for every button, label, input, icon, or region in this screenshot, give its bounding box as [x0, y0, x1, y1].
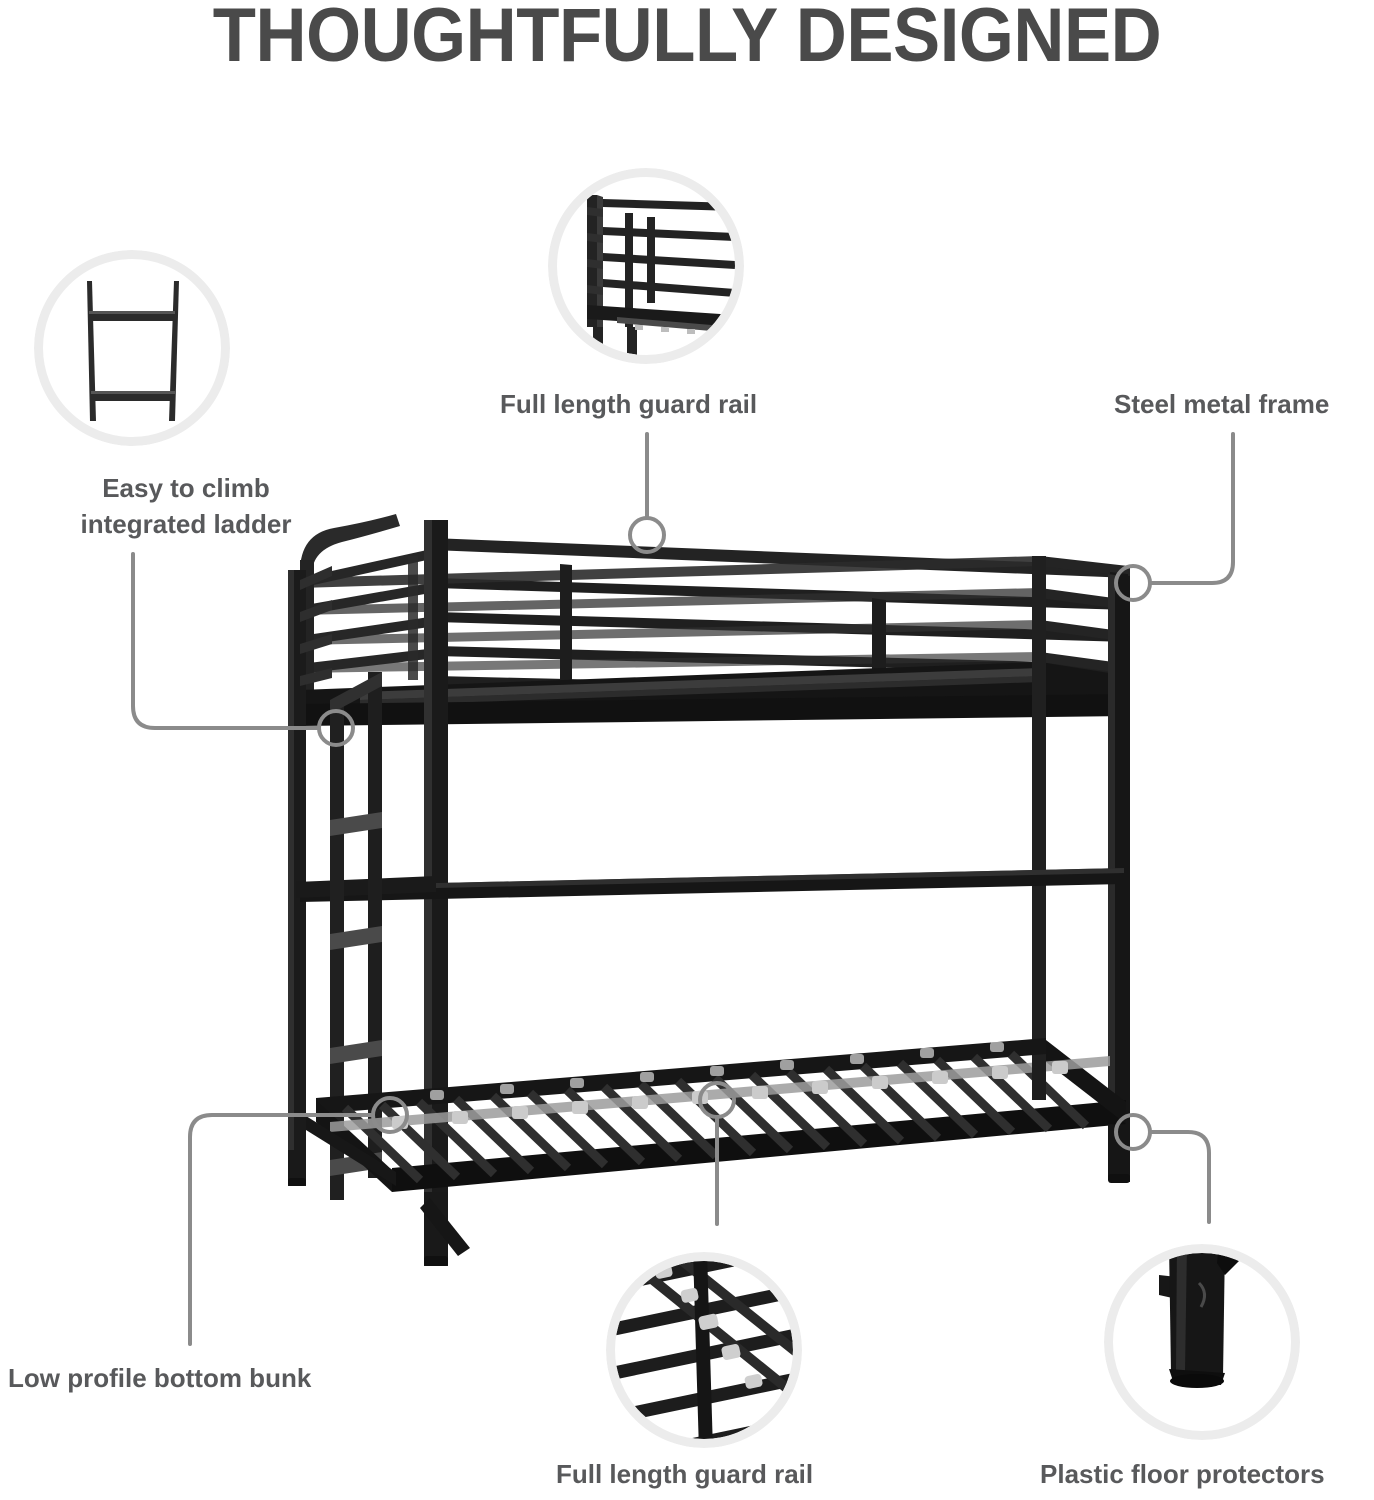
- target-ring-guard-rail-bottom: [698, 1081, 736, 1119]
- detail-circle-guard-rail-top: [548, 168, 744, 364]
- target-ring-steel-frame: [1114, 564, 1152, 602]
- ladder-detail-icon: [43, 259, 221, 437]
- callout-label-low-profile-bottom-bunk: Low profile bottom bunk: [8, 1363, 312, 1393]
- guard-rail-detail-icon: [557, 177, 735, 355]
- callout-label-full-length-guard-rail-bottom: Full length guard rail: [556, 1459, 814, 1489]
- callout-label-full-length-guard-rail-top: Full length guard rail: [500, 389, 758, 419]
- leader-line-low-profile: [188, 1113, 374, 1346]
- page-title: THOUGHTFULLY DESIGNED: [212, 0, 1162, 78]
- leader-line-ladder: [131, 552, 320, 730]
- target-ring-guard-rail-top: [628, 516, 666, 554]
- callout-label-line-2: integrated ladder: [80, 509, 292, 539]
- detail-circle-guard-rail-bottom: [606, 1252, 802, 1448]
- callout-label-steel-metal-frame: Steel metal frame: [1114, 389, 1330, 419]
- leader-line-steel-frame: [1149, 432, 1235, 585]
- callout-label-easy-to-climb-integrated-ladder: Easy to climb integrated ladder: [36, 470, 336, 542]
- leader-line-floor-protectors: [1149, 1130, 1211, 1224]
- floor-protector-detail-icon: [1113, 1253, 1291, 1431]
- target-ring-ladder: [317, 709, 355, 747]
- target-ring-floor-protectors: [1114, 1113, 1152, 1151]
- callout-label-plastic-floor-protectors: Plastic floor protectors: [1040, 1459, 1325, 1489]
- target-ring-low-profile: [371, 1096, 409, 1134]
- callout-label-line-1: Easy to climb: [102, 473, 270, 503]
